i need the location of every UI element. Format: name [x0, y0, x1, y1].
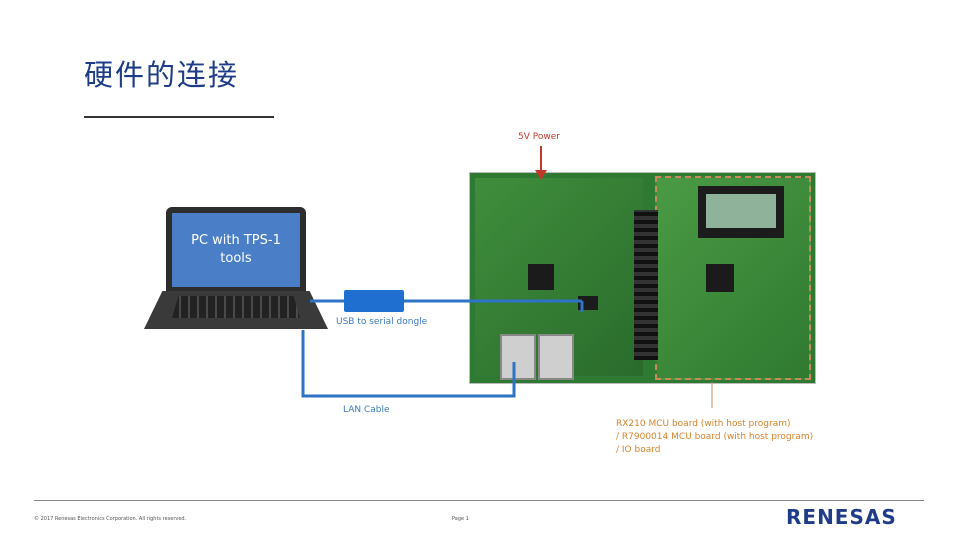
pin-header	[634, 210, 658, 360]
lan-label: LAN Cable	[343, 405, 390, 415]
slide-title: 硬件的连接	[84, 58, 240, 92]
board-label-line-3: / IO board	[616, 445, 661, 455]
power-arrow-head	[535, 170, 547, 180]
renesas-logo: RENESAS	[786, 505, 897, 529]
power-label: 5V Power	[518, 132, 560, 142]
lcd-screen	[706, 194, 776, 228]
ethernet-port-1	[500, 334, 536, 380]
footer-copyright: © 2017 Renesas Electronics Corporation. …	[34, 516, 187, 522]
footer-divider	[34, 500, 924, 501]
usb-serial-dongle	[344, 290, 404, 312]
usb-label: USB to serial dongle	[336, 317, 428, 327]
board-label-line-1: RX210 MCU board (with host program)	[616, 419, 791, 429]
laptop-display: PC with TPS-1 tools	[172, 213, 300, 287]
chip-mcu	[706, 264, 734, 292]
chip-main	[528, 264, 554, 290]
footer-page-number: Page 1	[452, 516, 469, 522]
lan-cable	[301, 330, 516, 398]
title-underline	[84, 116, 274, 118]
laptop-keyboard	[172, 296, 300, 318]
ethernet-port-2	[538, 334, 574, 380]
board-label: RX210 MCU board (with host program) / R7…	[616, 418, 813, 457]
laptop-display-text: PC with TPS-1 tools	[191, 233, 281, 266]
board-label-line-2: / R7900014 MCU board (with host program)	[616, 432, 814, 442]
